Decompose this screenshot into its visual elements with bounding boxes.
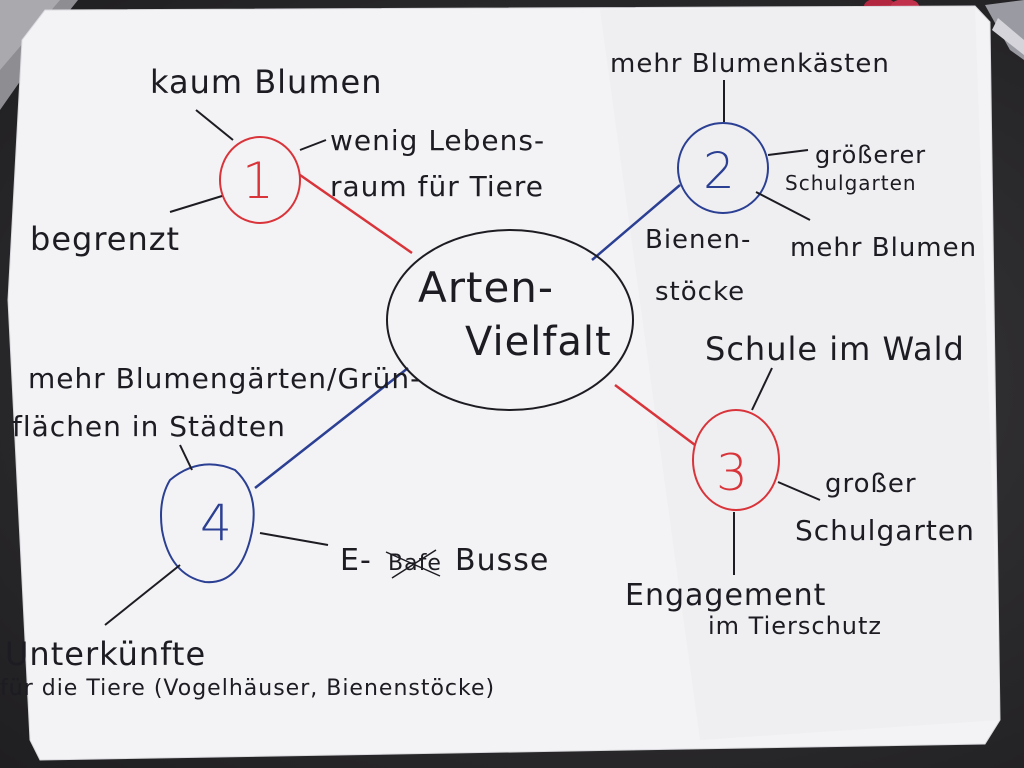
node-2-label-stoecke: stöcke	[655, 277, 745, 307]
center-oval	[386, 229, 634, 411]
center-title-line2: Vielfalt	[465, 319, 612, 365]
node-2-line-c	[755, 191, 811, 221]
node-2-label-blumenkaesten: mehr Blumenkästen	[610, 49, 890, 79]
node-2-circle	[677, 122, 769, 214]
connector-2	[591, 184, 681, 261]
center-title-line1: Arten-	[418, 263, 554, 312]
node-2-label-schulgarten: Schulgarten	[785, 171, 917, 195]
node-4-label-e: E-	[340, 543, 372, 578]
paper-sheet	[7, 5, 1001, 761]
node-3-label-schulgarten: Schulgarten	[795, 514, 975, 547]
node-4-strikeout	[385, 549, 441, 579]
node-1-label-wenig: wenig Lebens-	[330, 124, 545, 157]
node-3-label-schule-im-wald: Schule im Wald	[705, 330, 965, 368]
node-4-label-busse: Busse	[455, 543, 549, 578]
connector-4	[254, 367, 409, 489]
node-4-line-b	[259, 532, 329, 546]
node-1-circle	[219, 136, 301, 224]
connector-1	[299, 173, 413, 255]
node-2-label-mehr-blumen: mehr Blumen	[790, 233, 977, 263]
node-2-line-b	[767, 149, 809, 156]
node-3-number: 3	[716, 444, 748, 502]
pen-highlight	[992, 18, 1024, 55]
node-3-label-engagement: Engagement	[625, 578, 826, 613]
node-4-label-fuer-die-tiere: für die Tiere (Vogelhäuser, Bienenstöcke…	[0, 676, 495, 701]
node-3-line-b	[777, 481, 821, 501]
node-3-label-grosser: großer	[825, 469, 917, 499]
connector-3	[614, 384, 696, 446]
node-4-number: 4	[200, 494, 232, 552]
node-1-line-b	[299, 139, 327, 151]
node-4-label-blumengaerten: mehr Blumengärten/Grün-	[28, 362, 421, 395]
node-3-circle	[692, 409, 780, 511]
node-2-label-groesserer: größerer	[815, 141, 926, 169]
node-4-label-unterkuenfte: Unterkünfte	[5, 635, 206, 673]
paper-shadow	[600, 6, 1000, 740]
node-4-label-flaechen: flächen in Städten	[12, 410, 286, 443]
node-4-line-a	[179, 444, 193, 471]
node-1-number: 1	[242, 152, 274, 210]
node-4-line-c	[104, 564, 181, 626]
node-3-line-a	[751, 367, 773, 411]
node-2-label-bienen: Bienen-	[645, 225, 751, 255]
node-1-line-c	[169, 195, 223, 213]
node-1-line-a	[195, 109, 234, 141]
node-1-label-raum: raum für Tiere	[330, 170, 544, 203]
node-4-circle	[160, 463, 255, 584]
node-1-label-kaum-blumen: kaum Blumen	[150, 63, 382, 101]
node-2-number: 2	[703, 142, 735, 200]
node-3-label-tierschutz: im Tierschutz	[708, 612, 882, 640]
node-1-label-begrenzt: begrenzt	[30, 220, 180, 258]
